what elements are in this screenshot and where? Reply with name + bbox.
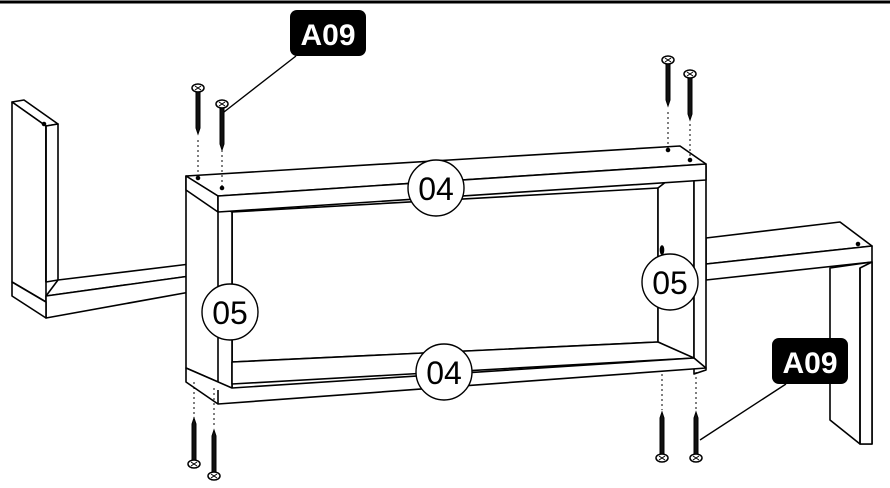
part-label-bottom-shelf: 04 bbox=[415, 343, 473, 401]
part-label-left-side: 05 bbox=[201, 283, 259, 341]
part-label-right-side: 05 bbox=[641, 253, 699, 311]
screw-bottom-left-2 bbox=[207, 429, 221, 481]
screw-top-right-2 bbox=[683, 69, 697, 121]
callout-leader-top bbox=[223, 55, 297, 113]
svg-text:A09: A09 bbox=[782, 347, 837, 380]
left-l-bracket bbox=[11, 99, 191, 319]
screw-guides bbox=[193, 112, 697, 426]
part-label-top-shelf: 04 bbox=[407, 159, 465, 217]
svg-text:04: 04 bbox=[418, 171, 454, 207]
screw-top-left-2 bbox=[215, 99, 229, 151]
screw-bottom-right-2 bbox=[689, 411, 703, 463]
screw-top-right-1 bbox=[661, 55, 675, 107]
svg-text:04: 04 bbox=[426, 355, 462, 391]
callout-leader-bottom bbox=[699, 383, 787, 441]
callout-a09-top: A09 bbox=[290, 10, 366, 56]
screw-top-left-1 bbox=[191, 83, 205, 135]
right-l-bracket bbox=[705, 221, 873, 445]
screw-bottom-right-1 bbox=[655, 411, 669, 463]
svg-text:05: 05 bbox=[212, 295, 248, 331]
callout-a09-bottom: A09 bbox=[772, 338, 848, 384]
screw-bottom-left-1 bbox=[187, 417, 201, 469]
svg-text:A09: A09 bbox=[300, 19, 355, 52]
svg-text:05: 05 bbox=[652, 265, 688, 301]
